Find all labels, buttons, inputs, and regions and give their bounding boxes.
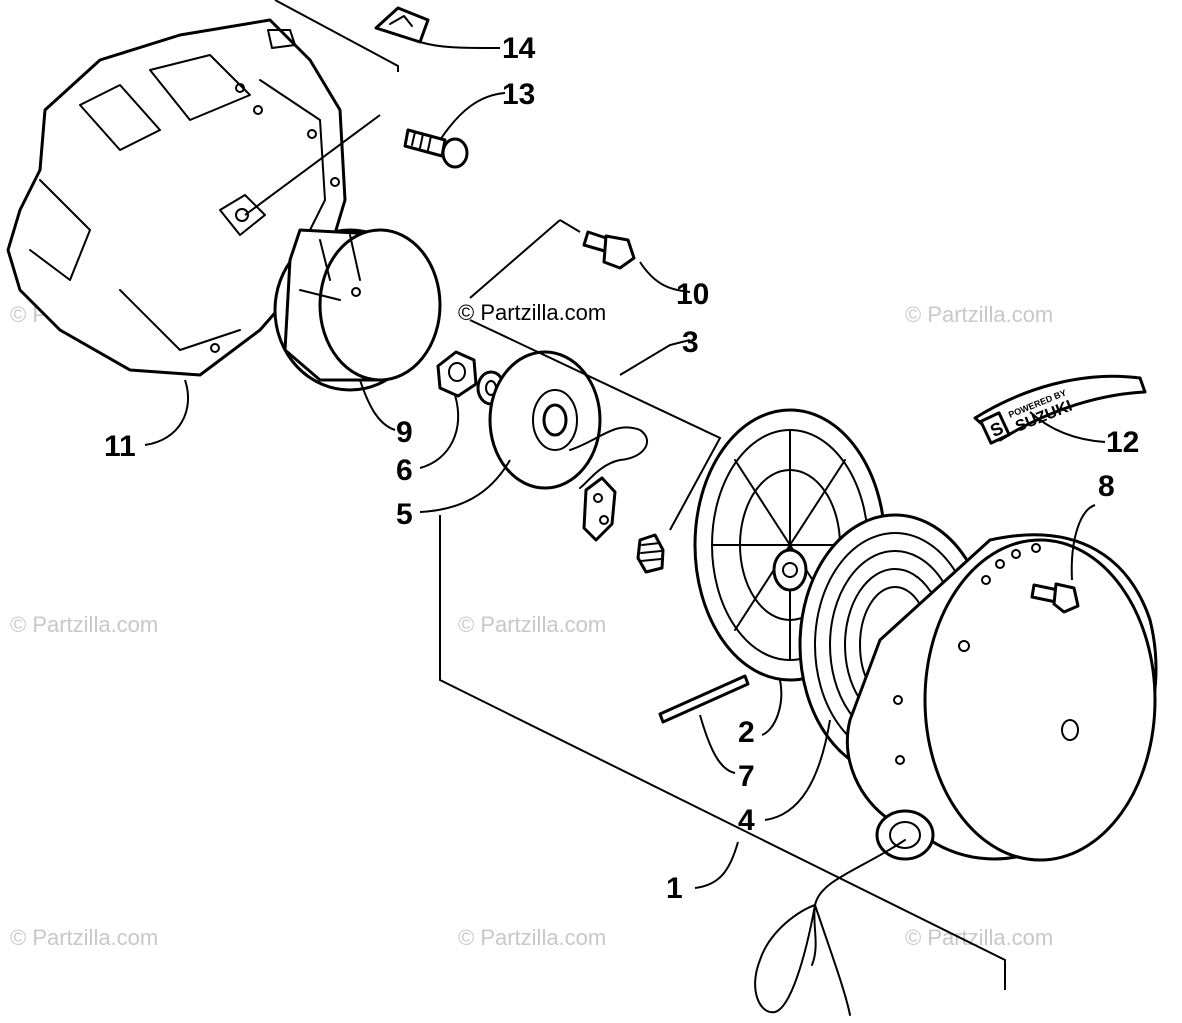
callout-12: 12 [1106,426,1139,459]
callout-11: 11 [104,430,136,463]
watermark: © Partzilla.com [458,612,606,637]
callout-9: 9 [396,416,413,449]
callout-7: 7 [738,760,755,793]
callouts: 14 13 10 3 9 11 12 6 8 5 2 7 4 1 [104,32,1139,905]
part-6-nut [436,350,478,398]
watermark: © Partzilla.com [10,925,158,950]
part-9-pulley-cup [273,228,442,392]
callout-10: 10 [676,278,709,311]
callout-2: 2 [738,716,755,749]
starter-rope [754,839,906,1016]
part-3-pawl-assembly [569,426,665,574]
callout-13: 13 [502,78,535,111]
watermark: © Partzilla.com [458,925,606,950]
part-11-housing-cover [6,18,347,377]
part-1-starter-case [845,533,1158,862]
callout-4: 4 [738,804,755,837]
watermark: © Partzilla.com [10,612,158,637]
callout-1: 1 [666,872,683,905]
part-8-screw [1030,582,1080,614]
callout-14: 14 [502,32,536,65]
callout-5: 5 [396,498,413,531]
watermark: © Partzilla.com [905,302,1053,327]
watermark: © Partzilla.com [905,925,1053,950]
part-5-drive-plate [488,350,602,490]
part-13-screw [403,128,469,169]
part-10-bolt [582,230,636,270]
callout-3: 3 [682,326,699,359]
callout-8: 8 [1098,470,1115,503]
watermark-main: © Partzilla.com [458,300,606,325]
part-7-pin [658,674,750,724]
part-14-clip [374,6,430,44]
callout-6: 6 [396,454,413,487]
leader-lines [144,0,1106,990]
